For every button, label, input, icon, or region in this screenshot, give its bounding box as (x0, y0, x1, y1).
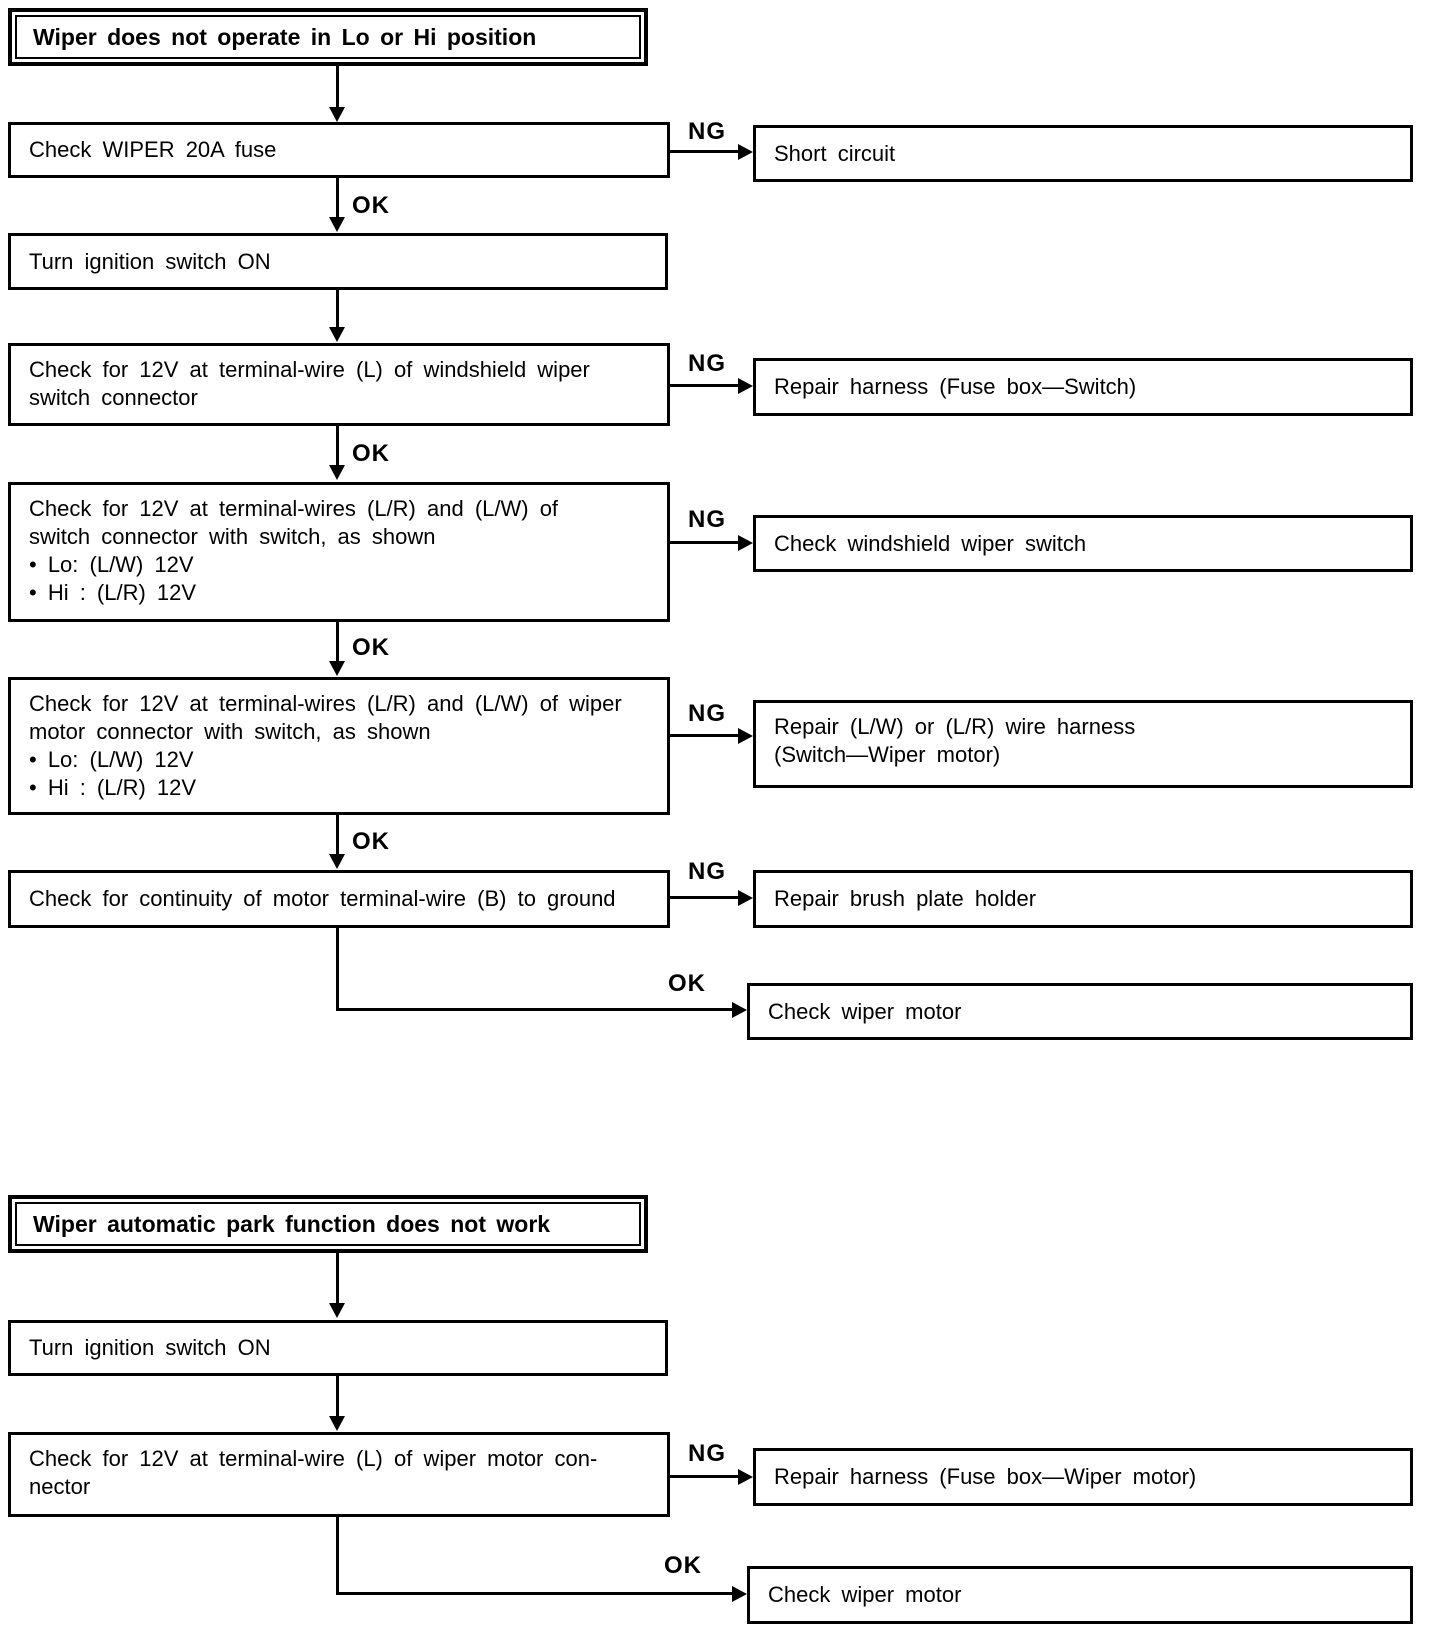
node-check-wiper-motor-2-label: Check wiper motor (768, 1582, 962, 1607)
connector-line (670, 734, 741, 737)
node-repair-harness-fuse-motor-label: Repair harness (Fuse box—Wiper motor) (774, 1464, 1197, 1489)
node-check-12v-wiper-switch: Check for 12V at terminal-wire (L) of wi… (8, 343, 670, 426)
node-check-continuity-label: Check for continuity of motor terminal-w… (29, 886, 616, 911)
node-repair-harness-fuse-motor: Repair harness (Fuse box—Wiper motor) (753, 1448, 1413, 1506)
node-line: • Lo: (L/W) 12V (29, 552, 194, 577)
node-repair-brush-plate: Repair brush plate holder (753, 870, 1413, 928)
connector-line (336, 1592, 735, 1595)
node-check-wiper-motor-1: Check wiper motor (747, 983, 1413, 1040)
node-check-fuse: Check WIPER 20A fuse (8, 122, 670, 178)
node-repair-harness-fuse-switch: Repair harness (Fuse box—Switch) (753, 358, 1413, 416)
node-repair-harness-fuse-switch-label: Repair harness (Fuse box—Switch) (774, 374, 1137, 399)
arrowhead (738, 890, 753, 906)
node-check-12v-switch-connector: Check for 12V at terminal-wires (L/R) an… (8, 482, 670, 622)
arrowhead (329, 661, 345, 676)
node-short-circuit-label: Short circuit (774, 140, 896, 166)
node-line: motor connector with switch, as shown (29, 719, 431, 744)
arrowhead (329, 1416, 345, 1431)
arrowhead (738, 1469, 753, 1485)
connector-line (336, 426, 339, 466)
node-line: • Hi : (L/R) 12V (29, 580, 197, 605)
node-check-continuity: Check for continuity of motor terminal-w… (8, 870, 670, 928)
ng-label: NG (688, 858, 726, 885)
arrowhead (732, 1586, 747, 1602)
node-line: Check for 12V at terminal-wire (L) of wi… (29, 357, 590, 382)
node-check-wiper-motor-2: Check wiper motor (747, 1566, 1413, 1624)
node-line: Repair (L/W) or (L/R) wire harness (774, 714, 1136, 739)
node-short-circuit: Short circuit (753, 125, 1413, 182)
connector-line (336, 928, 339, 1011)
node-line: switch connector (29, 385, 198, 410)
node-line: Check for 12V at terminal-wire (L) of wi… (29, 1446, 598, 1471)
connector-line (336, 1517, 339, 1595)
connector-line (670, 150, 741, 153)
connector-line (336, 1253, 339, 1304)
ok-label: OK (664, 1552, 702, 1579)
node-check-fuse-label: Check WIPER 20A fuse (29, 137, 277, 162)
node-check-12v-wiper-motor: Check for 12V at terminal-wire (L) of wi… (8, 1432, 670, 1517)
node-line: Check for 12V at terminal-wires (L/R) an… (29, 496, 559, 521)
node-turn-ignition-1: Turn ignition switch ON (8, 233, 668, 290)
ng-label: NG (688, 1440, 726, 1467)
connector-line (670, 1475, 741, 1478)
node-line: • Lo: (L/W) 12V (29, 747, 194, 772)
arrowhead (738, 535, 753, 551)
ng-label: NG (688, 350, 726, 377)
arrowhead (329, 465, 345, 480)
node-line: nector (29, 1474, 91, 1499)
connector-line (670, 896, 741, 899)
ok-label: OK (668, 970, 706, 997)
start-node-wiper-not-operate: Wiper does not operate in Lo or Hi posit… (8, 8, 648, 66)
connector-line (336, 178, 339, 218)
start-node-label: Wiper automatic park function does not w… (15, 1202, 641, 1246)
arrowhead (329, 854, 345, 869)
connector-line (336, 622, 339, 662)
node-line: • Hi : (L/R) 12V (29, 775, 197, 800)
ok-label: OK (352, 192, 390, 219)
node-check-windshield-wiper-switch-label: Check windshield wiper switch (774, 530, 1087, 556)
arrowhead (329, 217, 345, 232)
arrowhead (329, 327, 345, 342)
node-check-12v-motor-connector: Check for 12V at terminal-wires (L/R) an… (8, 677, 670, 815)
connector-line (336, 290, 339, 328)
ok-label: OK (352, 440, 390, 467)
ng-label: NG (688, 118, 726, 145)
start-node-label: Wiper does not operate in Lo or Hi posit… (15, 15, 641, 59)
connector-line (670, 384, 741, 387)
arrowhead (329, 1303, 345, 1318)
connector-line (336, 66, 339, 108)
node-check-wiper-motor-1-label: Check wiper motor (768, 998, 962, 1024)
arrowhead (738, 144, 753, 160)
arrowhead (738, 728, 753, 744)
start-node-auto-park: Wiper automatic park function does not w… (8, 1195, 648, 1253)
node-line: Check for 12V at terminal-wires (L/R) an… (29, 691, 622, 716)
arrowhead (738, 378, 753, 394)
node-line: (Switch—Wiper motor) (774, 742, 1001, 767)
ok-label: OK (352, 634, 390, 661)
node-turn-ignition-1-label: Turn ignition switch ON (29, 248, 271, 274)
ng-label: NG (688, 506, 726, 533)
ng-label: NG (688, 700, 726, 727)
node-turn-ignition-2: Turn ignition switch ON (8, 1320, 668, 1376)
node-check-windshield-wiper-switch: Check windshield wiper switch (753, 515, 1413, 572)
node-repair-wire-harness: Repair (L/W) or (L/R) wire harness (Swit… (753, 700, 1413, 788)
node-repair-brush-plate-label: Repair brush plate holder (774, 886, 1037, 911)
arrowhead (329, 107, 345, 122)
node-line: switch connector with switch, as shown (29, 524, 436, 549)
node-turn-ignition-2-label: Turn ignition switch ON (29, 1335, 271, 1360)
arrowhead (732, 1002, 747, 1018)
connector-line (336, 815, 339, 855)
connector-line (670, 541, 741, 544)
connector-line (336, 1376, 339, 1417)
connector-line (336, 1008, 735, 1011)
ok-label: OK (352, 828, 390, 855)
